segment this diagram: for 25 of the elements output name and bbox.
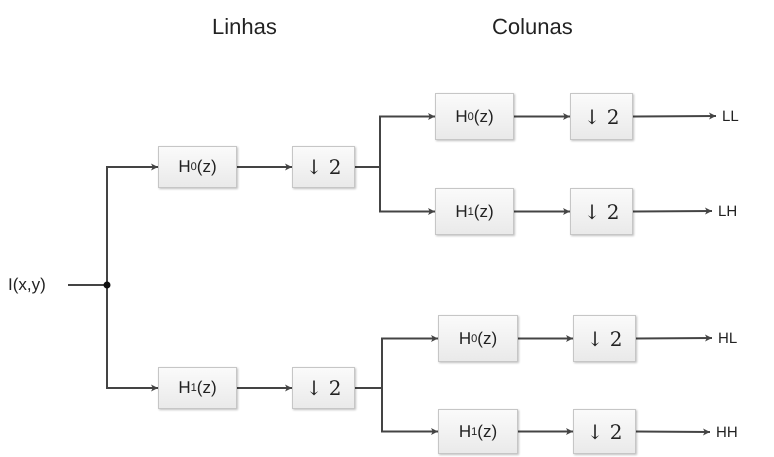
arrow [518,428,573,435]
downsampler-block: ↓ 2 [292,146,355,188]
output-label: HL [718,326,752,350]
arrow [514,113,570,120]
downsampler-block: ↓ 2 [292,367,355,409]
arrow [636,334,712,342]
downsampler-block: ↓ 2 [570,93,633,140]
column-heading: Linhas [212,14,277,40]
column-heading: Colunas [492,14,573,40]
output-label: LL [722,104,752,128]
downsampler-block: ↓ 2 [573,409,636,454]
downsampler-block: ↓ 2 [573,315,636,362]
arrow [237,164,292,170]
output-label: LH [718,199,752,223]
arrow [355,166,435,215]
arrow [355,387,438,435]
arrow [633,208,712,215]
arrow [514,208,570,215]
downsampler-block: ↓ 2 [570,188,633,235]
input-signal-label: I(x,y) [8,272,64,298]
arrow [636,428,710,436]
arrow [237,384,292,392]
output-label: HH [716,420,752,444]
arrow [633,112,716,120]
arrow [518,335,573,342]
